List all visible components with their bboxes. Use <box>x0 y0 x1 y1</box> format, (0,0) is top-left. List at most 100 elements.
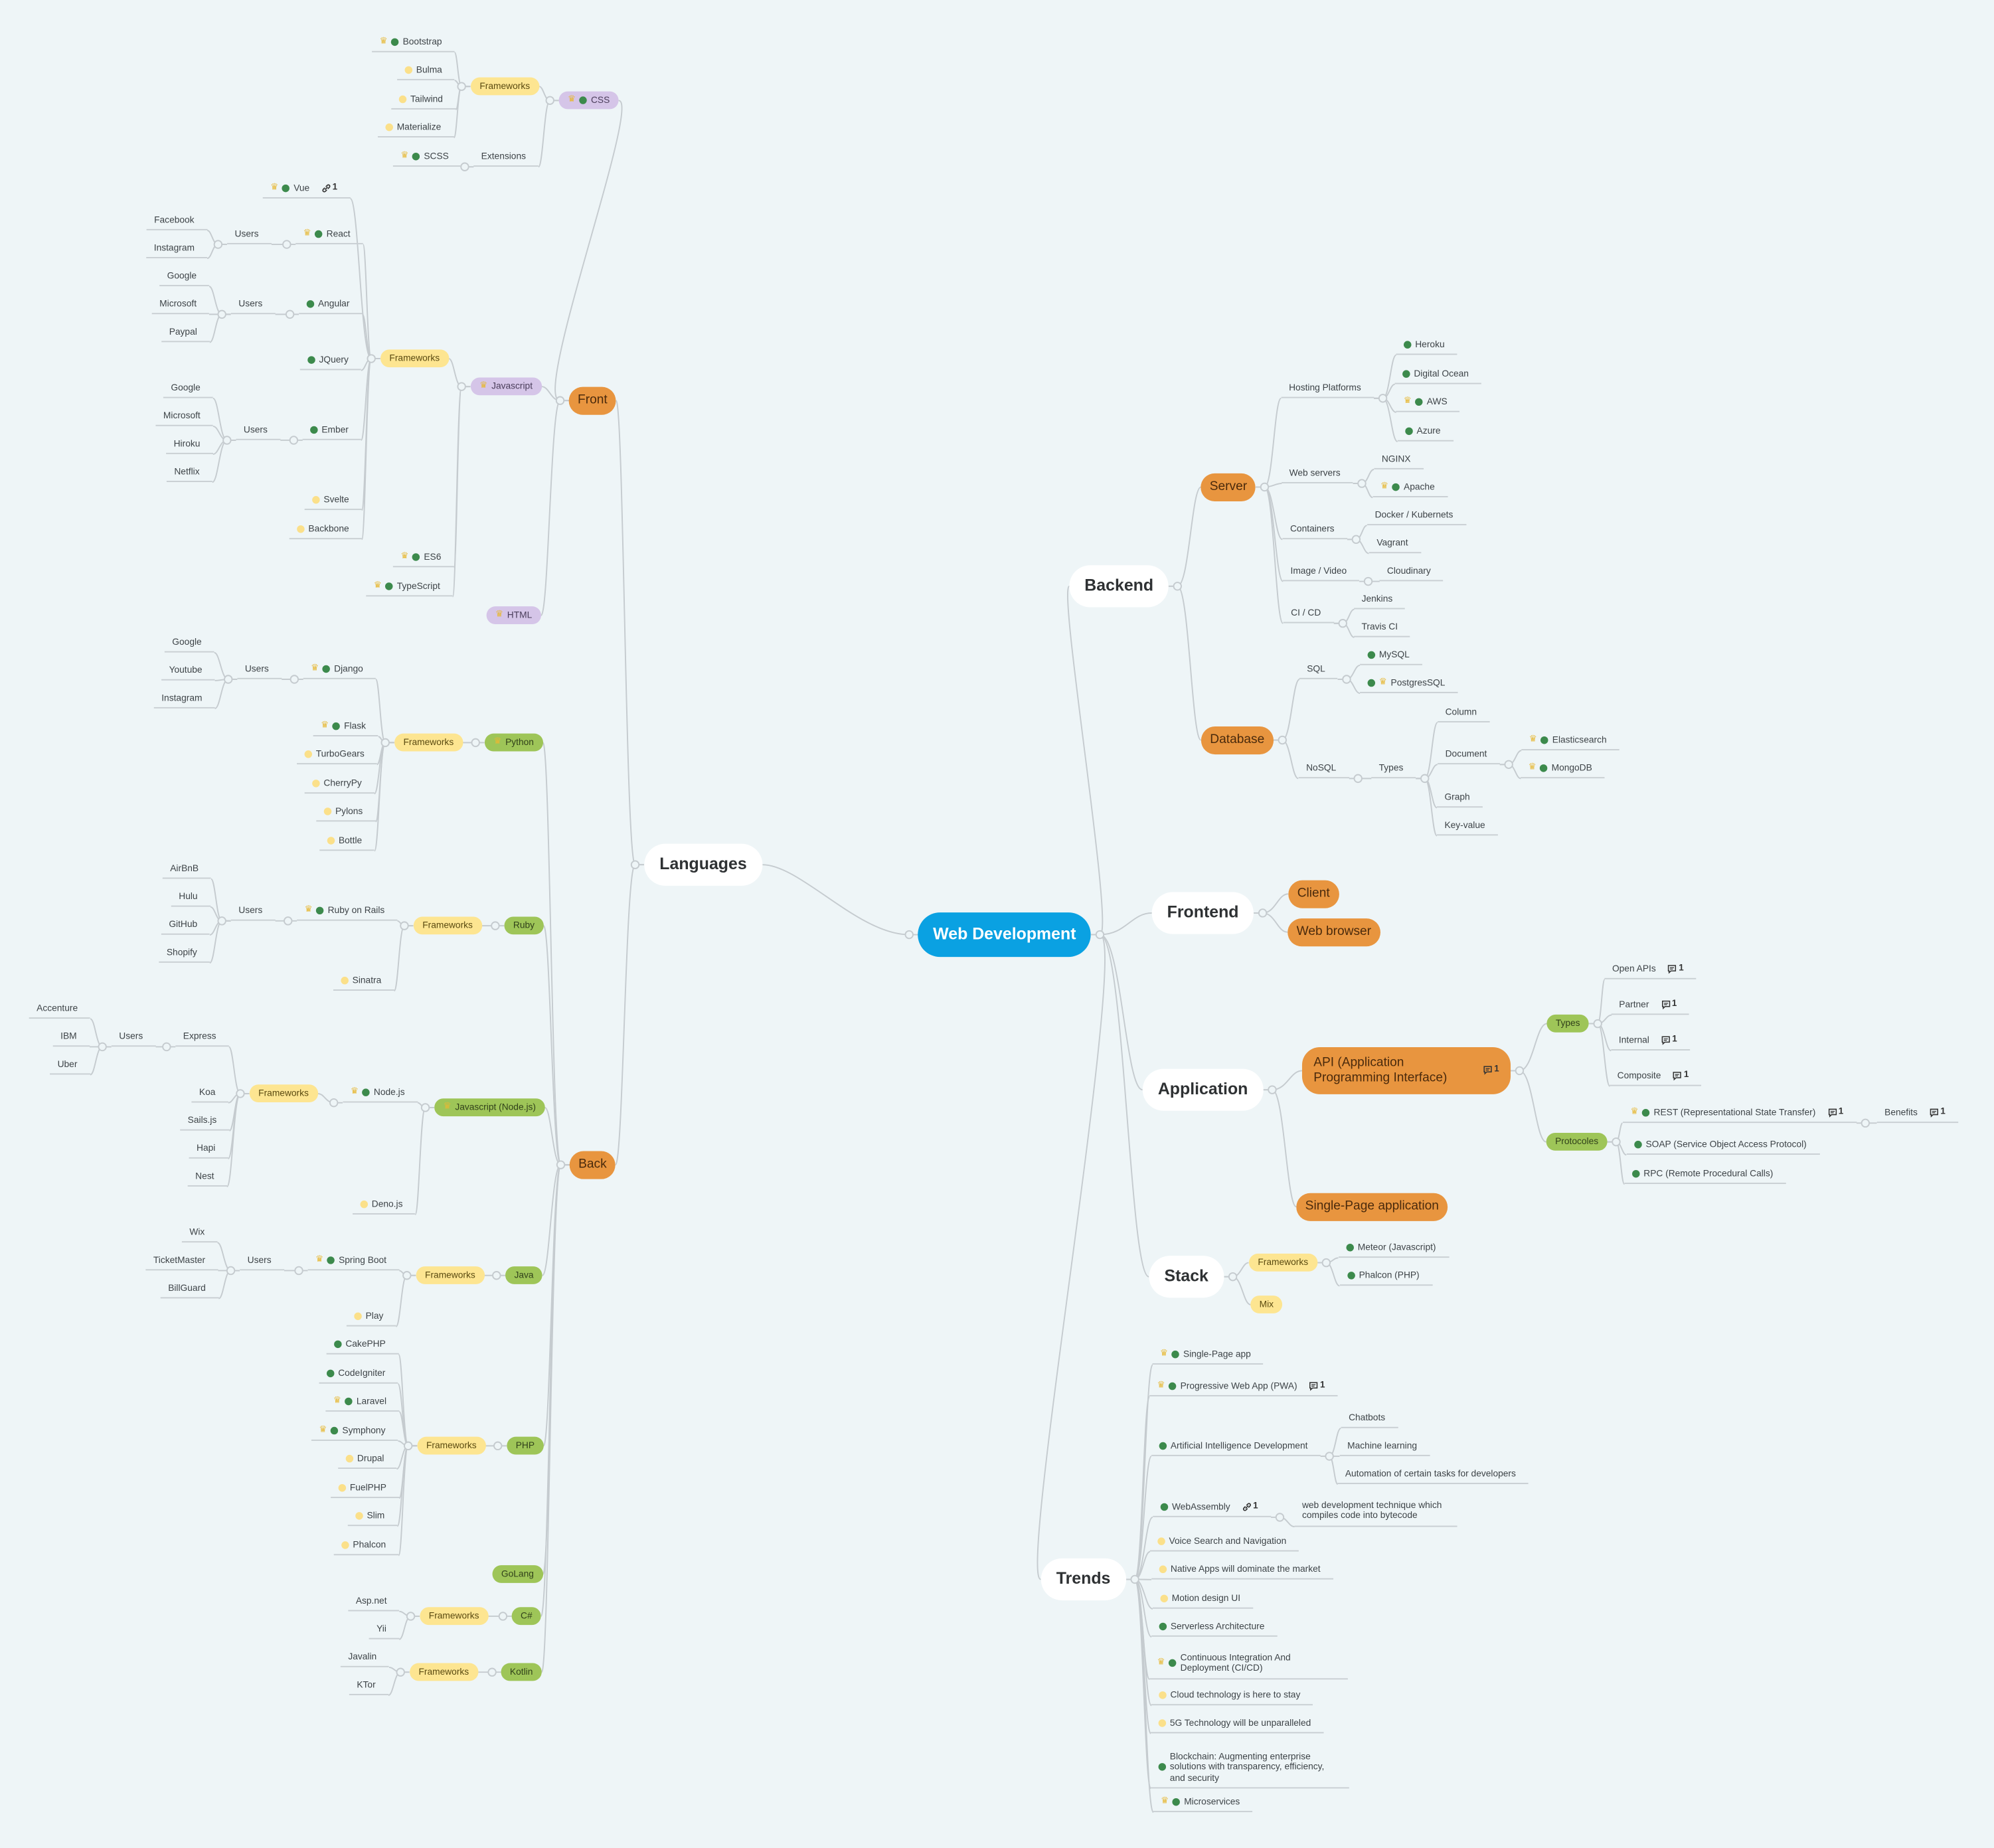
node-rpc[interactable]: RPC (Remote Procedural Calls) <box>1625 1169 1786 1185</box>
collapse-handle-phpfw[interactable] <box>404 1442 412 1450</box>
collapse-handle-cssfw[interactable] <box>457 82 465 90</box>
node-heroku[interactable]: Heroku <box>1396 339 1457 355</box>
node-golang[interactable]: GoLang <box>493 1565 543 1583</box>
node-digitalocean[interactable]: Digital Ocean <box>1395 369 1482 385</box>
node-ibm[interactable]: IBM <box>53 1031 90 1047</box>
node-automation[interactable]: Automation of certain tasks for develope… <box>1337 1469 1529 1485</box>
node-ai[interactable]: Artificial Intelligence Development <box>1151 1441 1320 1457</box>
node-symphony[interactable]: ♛Symphony <box>311 1426 398 1442</box>
node-django[interactable]: ♛Django <box>303 664 376 680</box>
node-sailsjs[interactable]: Sails.js <box>180 1116 229 1132</box>
node-nginx[interactable]: NGINX <box>1374 454 1423 470</box>
node-api[interactable]: API (Application Programming Interface)1 <box>1302 1047 1511 1094</box>
node-column[interactable]: Column <box>1438 707 1489 723</box>
collapse-handle-django[interactable] <box>291 675 298 683</box>
collapse-handle-trends[interactable] <box>1131 1576 1138 1583</box>
node-travisci[interactable]: Travis CI <box>1354 622 1410 638</box>
node-sql[interactable]: SQL <box>1299 664 1338 680</box>
node-tailwind[interactable]: Tailwind <box>391 94 456 110</box>
node-elasticsearch[interactable]: ♛Elasticsearch <box>1521 735 1620 751</box>
node-bootstrap[interactable]: ♛Bootstrap <box>372 37 455 53</box>
collapse-handle-rubyfw[interactable] <box>400 922 408 929</box>
node-server[interactable]: Server <box>1201 473 1256 501</box>
node-facebook[interactable]: Facebook <box>147 215 207 231</box>
node-database[interactable]: Database <box>1201 726 1274 754</box>
node-springusers[interactable]: Users <box>240 1255 284 1271</box>
node-document[interactable]: Document <box>1438 749 1499 765</box>
collapse-handle-frontend[interactable] <box>1259 909 1266 916</box>
node-blockchain[interactable]: Blockchain: Augmenting enterprise soluti… <box>1151 1752 1349 1788</box>
node-reactusers[interactable]: Users <box>227 229 272 245</box>
node-paypal[interactable]: Paypal <box>161 327 210 343</box>
node-wix[interactable]: Wix <box>182 1227 218 1243</box>
node-accenture[interactable]: Accenture <box>29 1003 91 1019</box>
node-materialize[interactable]: Materialize <box>378 122 454 138</box>
node-mix[interactable]: Mix <box>1250 1296 1282 1313</box>
collapse-handle-root[interactable] <box>905 931 912 938</box>
collapse-handle-cicd[interactable] <box>1339 620 1346 627</box>
node-html[interactable]: ♛HTML <box>487 606 541 624</box>
node-cakephp[interactable]: CakePHP <box>327 1339 398 1355</box>
node-backend[interactable]: Backend <box>1069 565 1169 607</box>
node-nosql[interactable]: NoSQL <box>1299 763 1349 779</box>
collapse-handle-djangousers[interactable] <box>224 675 232 683</box>
node-js[interactable]: ♛Javascript <box>471 377 542 395</box>
node-phpfw[interactable]: Frameworks <box>418 1437 486 1455</box>
node-webservers[interactable]: Web servers <box>1282 468 1353 484</box>
node-mongodb[interactable]: ♛MongoDB <box>1521 763 1605 779</box>
collapse-handle-back[interactable] <box>557 1161 564 1168</box>
node-koa[interactable]: Koa <box>191 1087 228 1103</box>
node-types2[interactable]: Types <box>1546 1015 1589 1033</box>
node-java[interactable]: Java <box>505 1266 542 1284</box>
node-keyvalue[interactable]: Key-value <box>1437 820 1498 836</box>
node-hulu[interactable]: Hulu <box>171 892 210 908</box>
collapse-handle-javafw[interactable] <box>403 1272 410 1279</box>
node-bulma[interactable]: Bulma <box>397 65 455 81</box>
node-ktor[interactable]: KTor <box>349 1680 388 1696</box>
node-sinatra[interactable]: Sinatra <box>333 975 394 991</box>
collapse-handle-ai[interactable] <box>1325 1452 1333 1460</box>
node-csharp[interactable]: C# <box>512 1607 541 1625</box>
collapse-handle-root[interactable] <box>1096 931 1104 938</box>
collapse-handle-database[interactable] <box>1279 736 1286 744</box>
collapse-handle-php[interactable] <box>494 1442 501 1450</box>
node-nest[interactable]: Nest <box>188 1171 227 1187</box>
collapse-handle-kotlin[interactable] <box>488 1668 495 1675</box>
collapse-handle-containers[interactable] <box>1353 536 1360 543</box>
node-slim[interactable]: Slim <box>348 1511 398 1527</box>
node-stackfw[interactable]: Frameworks <box>1249 1254 1317 1272</box>
node-csfw[interactable]: Frameworks <box>420 1607 488 1625</box>
collapse-handle-angular[interactable] <box>286 311 293 318</box>
node-ticketmaster[interactable]: TicketMaster <box>145 1255 218 1271</box>
node-nodefw[interactable]: Frameworks <box>250 1084 318 1102</box>
node-python[interactable]: ♛Python <box>485 734 542 752</box>
node-uber[interactable]: Uber <box>50 1059 90 1075</box>
collapse-handle-sql[interactable] <box>1343 675 1350 683</box>
node-ktfw[interactable]: Frameworks <box>410 1663 478 1681</box>
node-cicd[interactable]: CI / CD <box>1284 608 1334 624</box>
node-apache[interactable]: ♛Apache <box>1373 482 1448 498</box>
node-railsusers[interactable]: Users <box>231 906 276 922</box>
node-emberusers[interactable]: Users <box>236 425 280 441</box>
node-motion[interactable]: Motion design UI <box>1153 1594 1253 1610</box>
node-youtube[interactable]: Youtube <box>161 665 215 681</box>
node-jenkins[interactable]: Jenkins <box>1354 594 1405 610</box>
collapse-handle-spring[interactable] <box>295 1267 302 1274</box>
collapse-handle-ruby[interactable] <box>491 922 499 929</box>
node-ci[interactable]: ♛Continuous Integration And Deployment (… <box>1149 1653 1348 1679</box>
collapse-handle-application[interactable] <box>1268 1086 1276 1093</box>
node-vagrant[interactable]: Vagrant <box>1369 538 1421 554</box>
node-graph[interactable]: Graph <box>1437 792 1483 808</box>
node-ml[interactable]: Machine learning <box>1340 1441 1430 1457</box>
node-netflix[interactable]: Netflix <box>167 467 212 483</box>
node-jsfw[interactable]: Frameworks <box>380 349 449 367</box>
node-rails[interactable]: ♛Ruby on Rails <box>297 906 397 922</box>
node-pylons[interactable]: Pylons <box>316 806 375 822</box>
node-google2[interactable]: Google <box>163 383 213 399</box>
collapse-handle-jsfw[interactable] <box>367 355 374 362</box>
node-protocoles[interactable]: Protocoles <box>1546 1133 1608 1151</box>
node-hosting[interactable]: Hosting Platforms <box>1282 383 1374 399</box>
node-flask[interactable]: ♛Flask <box>313 721 379 737</box>
